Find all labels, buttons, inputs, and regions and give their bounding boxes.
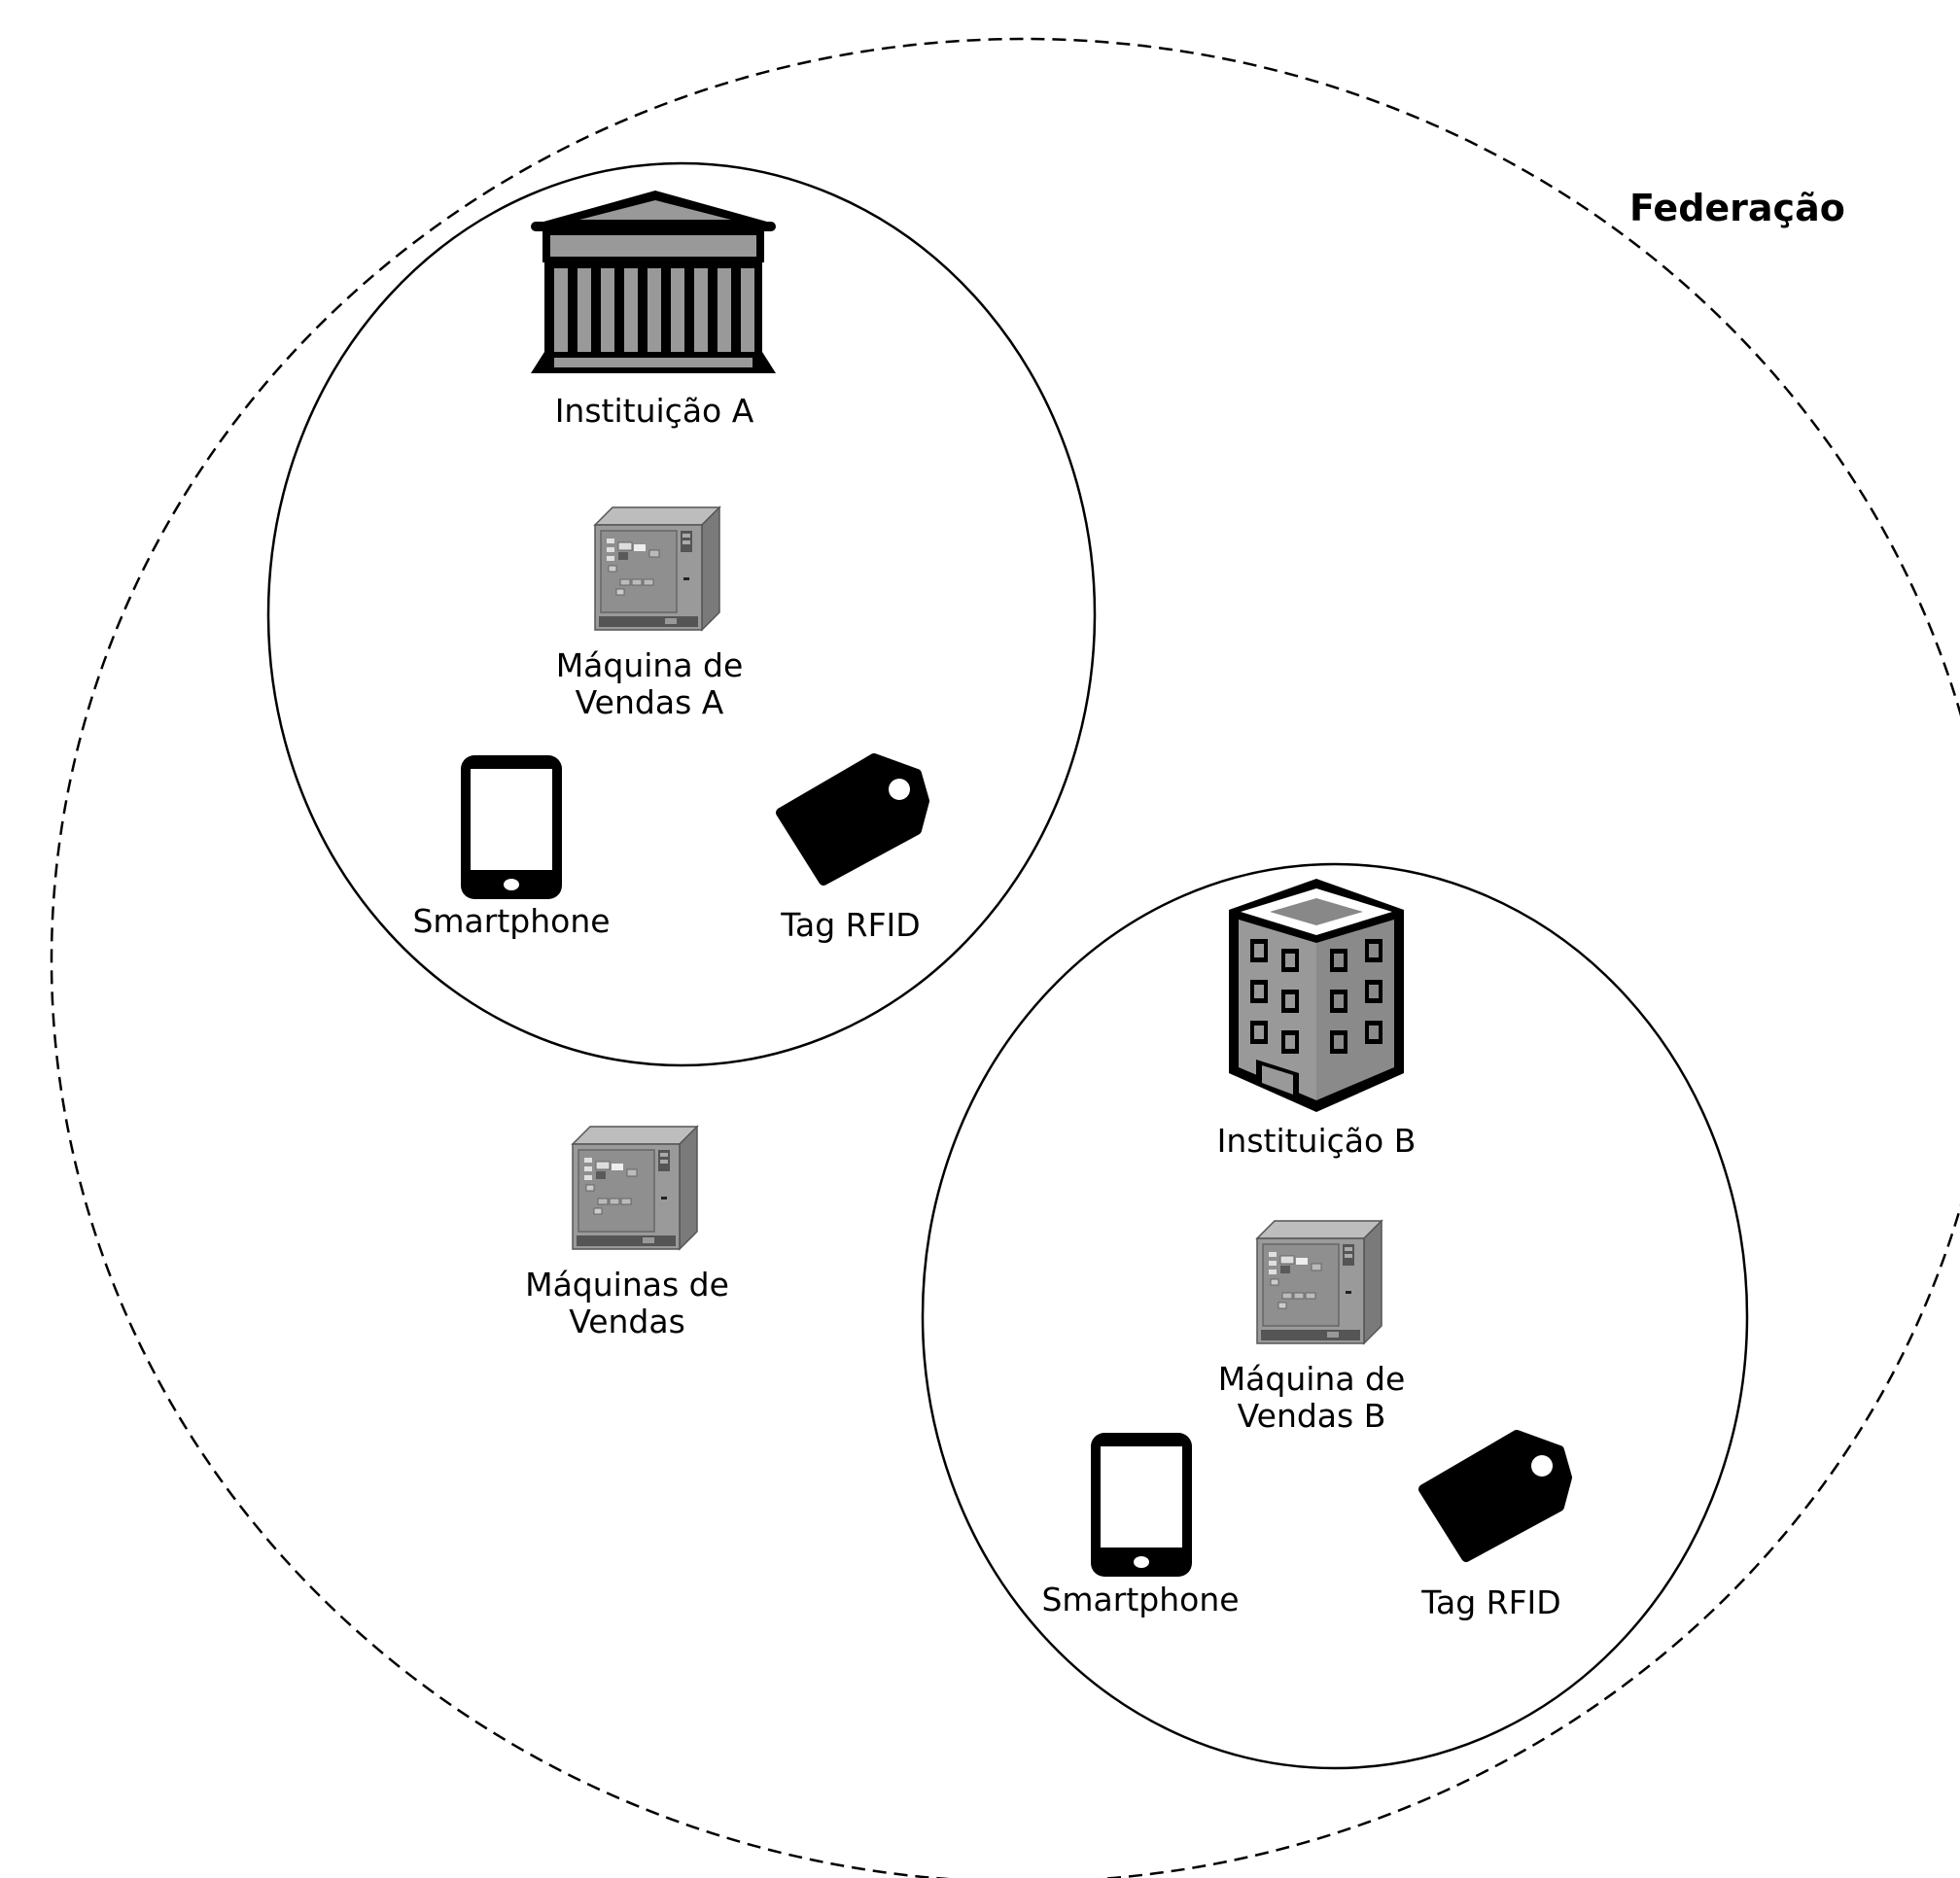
- tag-b-text: Tag RFID: [1421, 1583, 1561, 1621]
- vending-machine-a-line1: Máquina de: [555, 646, 744, 684]
- vending-machine-b-label: Máquina de Vendas B: [1218, 1361, 1406, 1435]
- smartphone-b-text: Smartphone: [1041, 1581, 1240, 1618]
- institution-b-name: Instituição B: [1216, 1122, 1417, 1160]
- shared-vending-line2: Vendas: [569, 1303, 685, 1340]
- tag-a-text: Tag RFID: [781, 906, 921, 944]
- vending-machine-a-line2: Vendas A: [575, 683, 724, 721]
- institution-a-boundary: [266, 161, 1097, 1067]
- shared-vending-line1: Máquinas de: [525, 1266, 729, 1304]
- office-building-icon: [1229, 879, 1404, 1112]
- federation-boundary: [51, 38, 1960, 1878]
- vending-machine-icon: [572, 1126, 698, 1250]
- vending-machine-icon: [594, 506, 720, 631]
- vending-machine-icon: [1256, 1220, 1382, 1344]
- vending-machine-a-label: Máquina de Vendas A: [556, 647, 744, 721]
- institution-b-boundary: [921, 862, 1749, 1770]
- institution-building-icon: [531, 191, 776, 373]
- institution-a-name: Instituição A: [554, 392, 754, 430]
- smartphone-a-text: Smartphone: [412, 902, 611, 940]
- smartphone-icon: [1091, 1433, 1192, 1577]
- institution-a-label: Instituição A: [555, 393, 754, 430]
- institution-b-label: Instituição B: [1217, 1123, 1417, 1160]
- smartphone-b-label: Smartphone: [1041, 1582, 1239, 1618]
- tag-b-label: Tag RFID: [1421, 1584, 1560, 1621]
- vending-machine-b-line1: Máquina de: [1217, 1360, 1406, 1398]
- smartphone-icon: [461, 755, 562, 899]
- vending-machine-b-line2: Vendas B: [1237, 1397, 1386, 1435]
- shared-vending-machines-label: Máquinas de Vendas: [525, 1267, 729, 1340]
- rfid-tag-icon: [781, 758, 925, 881]
- federation-title: Federação: [1629, 187, 1845, 229]
- smartphone-a-label: Smartphone: [412, 903, 610, 940]
- rfid-tag-icon: [1423, 1435, 1567, 1557]
- tag-a-label: Tag RFID: [781, 907, 920, 944]
